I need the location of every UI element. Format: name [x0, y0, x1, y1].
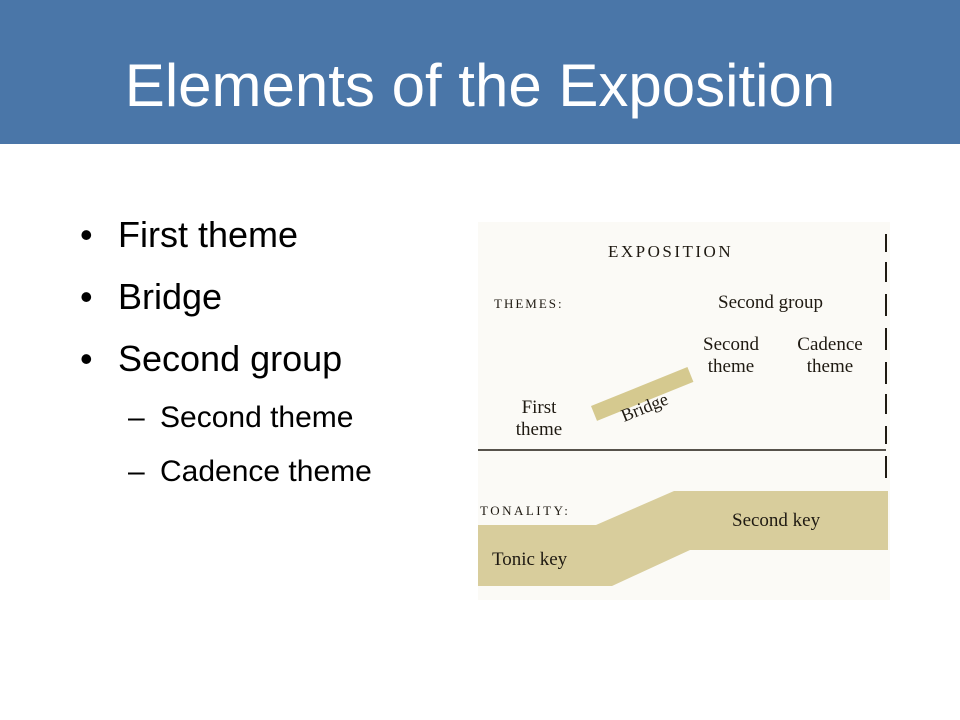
bullet-dot: • — [80, 214, 93, 255]
diagram-heading: EXPOSITION — [608, 242, 733, 261]
tonic-key-label: Tonic key — [492, 549, 568, 570]
bullet-dot: • — [80, 338, 93, 379]
sub-bullet-item: – Cadence theme — [80, 454, 460, 508]
exposition-diagram: EXPOSITION THEMES: Second group Second t… — [478, 222, 890, 600]
bullet-text: First theme — [118, 214, 299, 255]
sub-bullet-item: – Second theme — [80, 400, 460, 454]
cadence-theme-label-line1: Cadence — [797, 334, 862, 355]
title-bar — [0, 0, 960, 144]
sub-bullet-dash: – — [128, 401, 145, 434]
second-group-label: Second group — [718, 292, 823, 313]
sub-bullet-text: Cadence theme — [160, 455, 372, 488]
second-theme-label-line2: theme — [708, 356, 754, 377]
first-theme-label-line2: theme — [516, 419, 562, 440]
themes-label: THEMES: — [494, 296, 564, 311]
bullet-dot: • — [80, 276, 93, 317]
bullet-item: • Second group — [80, 338, 460, 400]
sub-bullet-dash: – — [128, 455, 145, 488]
bullet-item: • First theme — [80, 214, 460, 276]
first-theme-label-line1: First — [522, 397, 558, 418]
bridge-bar-shape — [591, 367, 694, 421]
second-theme-label-line1: Second — [703, 334, 759, 355]
tonality-label: TONALITY: — [480, 503, 570, 518]
sub-bullet-text: Second theme — [160, 401, 354, 434]
bullet-item: • Bridge — [80, 276, 460, 338]
tonality-band — [478, 491, 888, 586]
second-key-label: Second key — [732, 510, 821, 531]
bullet-text: Second group — [118, 338, 343, 379]
cadence-theme-label-line2: theme — [807, 356, 853, 377]
slide-title: Elements of the Exposition — [124, 52, 836, 119]
exposition-diagram-svg: EXPOSITION THEMES: Second group Second t… — [478, 222, 890, 600]
bullet-text: Bridge — [118, 276, 223, 317]
bridge-bar — [591, 367, 694, 421]
bullet-list: • First theme • Bridge • Second group – … — [80, 214, 460, 508]
